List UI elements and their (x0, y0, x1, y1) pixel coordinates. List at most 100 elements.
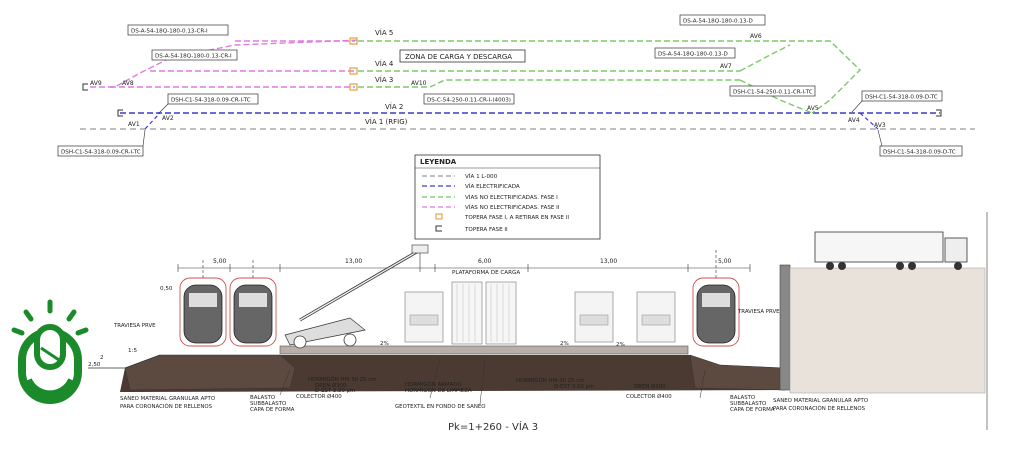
section-caption: Pk=1+260 - VÍA 3 (448, 420, 538, 433)
label-saneo-left-1: SANEO MATERIAL GRANULAR APTO (120, 396, 215, 402)
track-label-via-3: VÍA 3 (375, 75, 393, 84)
train-left-2 (229, 260, 277, 347)
label-hormigon-limpieza: HORMIGÓN DE LIMPIEZA (405, 387, 472, 394)
tag-4: DSH-C1-54-318-0.09-CR-I-TC (57, 145, 144, 157)
tag-7: DS-A-54-18Q-180-0.13-D (654, 47, 736, 59)
svg-text:TOPERA FASE II: TOPERA FASE II (464, 227, 508, 233)
tag-3: DSH-C1-54-318-0.09-CR-I-TC (167, 93, 259, 105)
crossover-av1-av2 (144, 112, 161, 130)
dim-3: 6,00 (478, 258, 492, 265)
truck-1 (404, 291, 444, 343)
track-label-via-4: VÍA 4 (375, 59, 394, 68)
topera-via-3 (349, 83, 358, 91)
legend: LEYENDA VÍA 1 L-000 VÍA ELECTRIFICADA VÍ… (414, 154, 601, 240)
switch-av10: AV10 (411, 80, 427, 87)
switch-av8: AV8 (122, 80, 134, 87)
dim-4: 13,00 (600, 258, 617, 265)
tag-9: DSH-C1-54-318-0.09-D-TC (861, 90, 943, 102)
side-dim-050: 0,50 (160, 286, 173, 292)
ballast-speckle (124, 354, 296, 391)
side-dim-250: 2,50 (88, 362, 101, 368)
slope-2: 2% (560, 341, 569, 347)
svg-text:DS-A-54-18Q-180-0.13-D: DS-A-54-18Q-180-0.13-D (658, 52, 728, 58)
svg-text:DS-A-54-18Q-180-0.13-CR-I: DS-A-54-18Q-180-0.13-CR-I (131, 29, 208, 35)
svg-text:DS-C-54-250-0.11-CR-I-(4003): DS-C-54-250-0.11-CR-I-(4003) (427, 98, 511, 104)
track-green-av7 (739, 44, 791, 72)
tag-6: DS-A-54-18Q-180-0.13-D (679, 14, 766, 26)
truck-2 (574, 291, 614, 343)
dim-5: 5,00 (718, 258, 732, 265)
svg-text:DS-A-54-18Q-180-0.13-D: DS-A-54-18Q-180-0.13-D (683, 19, 753, 25)
label-capa-left: CAPA DE FORMA (250, 407, 295, 413)
container-stack (451, 281, 517, 345)
slope-1: 2% (380, 341, 389, 347)
left-slope (88, 354, 161, 369)
zone-label: ZONA DE CARGA Y DESCARGA (405, 53, 512, 61)
svg-text:DSH-C1-54-318-0.09-D-TC: DSH-C1-54-318-0.09-D-TC (865, 95, 938, 101)
semi-truck (814, 231, 968, 270)
legend-item-1: VÍA 1 L-000 (422, 173, 498, 180)
label-saneo-left-2: PARA CORONACIÓN DE RELLENOS (120, 403, 213, 410)
track-green-av5 (739, 79, 813, 114)
dim-2: 13,00 (345, 258, 362, 265)
train-left-1 (179, 260, 227, 347)
topera-end-right-1 (936, 109, 942, 117)
switch-av3: AV3 (874, 122, 886, 129)
topera-via-5 (349, 37, 358, 45)
svg-text:VÍA 1 L-000: VÍA 1 L-000 (465, 173, 498, 180)
topera-end-left-2 (117, 109, 123, 117)
svg-text:DSH-C1-54-250-0.11-CR-I-TC: DSH-C1-54-250-0.11-CR-I-TC (733, 90, 813, 96)
cross-section: 5,00 13,00 6,00 13,00 5,00 PLATAFORMA DE… (88, 212, 988, 433)
track-label-via-2: VÍA 2 (385, 102, 403, 111)
svg-text:DS-A-54-18Q-180-0.13-CR-I: DS-A-54-18Q-180-0.13-CR-I (155, 54, 232, 60)
retaining-wall (779, 264, 791, 391)
switch-av9: AV9 (90, 80, 102, 87)
zone-label-box (399, 49, 526, 63)
legend-box (414, 154, 601, 240)
label-geotextil: GEOTEXTIL EN FONDO DE SANEO (395, 404, 486, 410)
switch-av6: AV6 (750, 33, 762, 40)
label-traviesa-right: TRAVIESA PRVE (737, 309, 780, 315)
track-label-via-5: VÍA 5 (375, 28, 393, 37)
switch-av1: AV1 (128, 121, 140, 128)
legend-item-3: VÍAS NO ELECTRIFICADAS. FASE I (422, 194, 558, 201)
switch-av2: AV2 (162, 115, 174, 122)
label-hormigon-right: HORMIGÓN HM-30 25 cm (516, 377, 584, 384)
right-embankment (789, 267, 986, 394)
truck-3 (636, 291, 676, 343)
label-subbalasto-right: SUBBALASTO (730, 401, 766, 407)
legend-item-4: VÍAS NO ELECTRIFICADAS. FASE II (422, 204, 560, 211)
topera-end-left-1 (82, 83, 88, 91)
label-capa-right: CAPA DE FORMA (730, 407, 775, 413)
svg-text:VÍAS NO ELECTRIFICADAS. FASE I: VÍAS NO ELECTRIFICADAS. FASE I (465, 194, 558, 201)
label-traviesa-left: TRAVIESA PRVE (113, 323, 156, 329)
track-label-via-1: VÍA 1 (RFIG) (365, 117, 408, 126)
label-hormigon-left: HORMIGÓN HM-30 25 cm (308, 376, 376, 383)
label-colector-right: COLECTOR Ø400 (626, 393, 672, 400)
tag-1: DS-A-54-18Q-180-0.13-CR-I (127, 24, 229, 36)
label-dren-right: DREN Ø300 (634, 383, 666, 390)
loading-platform-slab (279, 345, 689, 355)
label-dren-left: DREN Ø300 (315, 382, 347, 389)
label-saneo-right-1: SANEO MATERIAL GRANULAR APTO (773, 398, 868, 404)
label-dest-right: D-EST 3.50 pm (554, 384, 594, 390)
svg-text:TOPERA FASE I, A RETIRAR EN FA: TOPERA FASE I, A RETIRAR EN FASE II (464, 215, 569, 221)
svg-text:DSH-C1-54-318-0.09-D-TC: DSH-C1-54-318-0.09-D-TC (883, 150, 956, 156)
legend-item-5: TOPERA FASE I, A RETIRAR EN FASE II (435, 213, 569, 221)
reach-stacker-crane (284, 244, 429, 349)
svg-text:DSH-C1-54-318-0.09-CR-I-TC: DSH-C1-54-318-0.09-CR-I-TC (61, 150, 141, 156)
legend-item-6: TOPERA FASE II (435, 225, 508, 233)
switch-av4: AV4 (848, 117, 860, 124)
topera-via-4 (349, 67, 358, 75)
track-green-right (780, 40, 861, 114)
track-green-av10 (429, 79, 740, 88)
platform-label: PLATAFORMA DE CARGA (452, 270, 520, 276)
dim-1: 5,00 (213, 258, 227, 265)
svg-text:DSH-C1-54-318-0.09-CR-I-TC: DSH-C1-54-318-0.09-CR-I-TC (171, 98, 251, 104)
legend-item-2: VÍA ELECTRIFICADA (422, 183, 520, 190)
tag-10: DSH-C1-54-318-0.09-D-TC (879, 145, 963, 157)
tag-5: DS-C-54-250-0.11-CR-I-(4003) (423, 93, 515, 105)
train-right (692, 250, 740, 347)
